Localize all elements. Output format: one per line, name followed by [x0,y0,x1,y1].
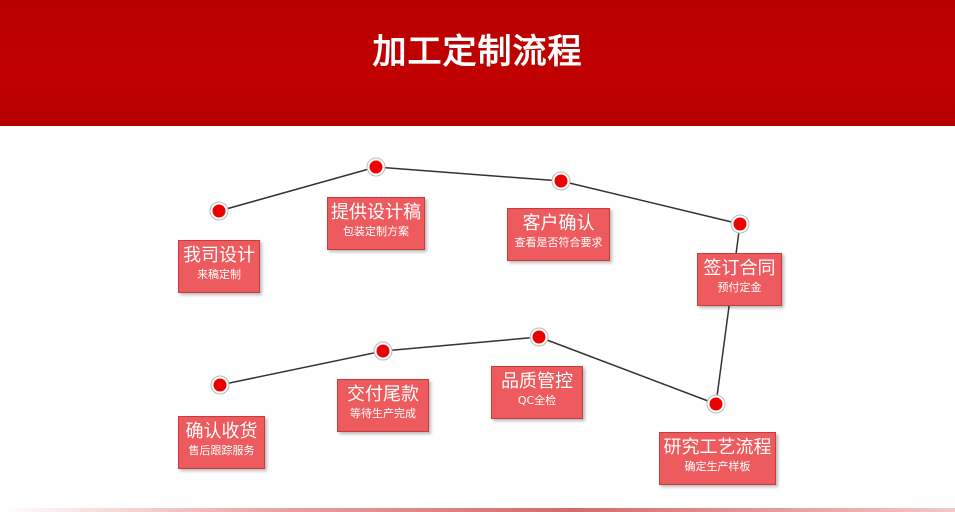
step-title: 研究工艺流程 [663,437,772,458]
flow-node-4 [730,214,750,234]
connector-line [715,223,741,405]
step-title: 交付尾款 [347,384,419,405]
connector-line [382,336,540,352]
flow-node-2 [366,157,386,177]
page-title: 加工定制流程 [372,32,583,72]
step-subtitle: 售后跟踪服务 [188,444,255,457]
step-box-7: 交付尾款 等待生产完成 [337,379,429,432]
flow-node-1 [209,201,229,221]
step-box-6: 品质管控 QC全检 [491,366,583,419]
step-subtitle: 确定生产样板 [684,460,751,473]
connector-line [560,180,741,225]
step-box-5: 研究工艺流程 确定生产样板 [659,432,776,485]
step-title: 我司设计 [183,245,255,266]
step-box-1: 我司设计 来稿定制 [178,240,260,293]
step-title: 确认收货 [185,421,258,442]
step-subtitle: 查看是否符合要求 [514,236,603,249]
step-subtitle: 等待生产完成 [350,407,416,420]
flow-node-7 [373,341,393,361]
step-title: 客户确认 [522,213,595,234]
step-box-8: 确认收货 售后跟踪服务 [178,416,265,469]
connector-line [218,166,377,212]
bottom-divider [0,508,955,512]
step-box-3: 客户确认 查看是否符合要求 [507,208,610,261]
flow-node-6 [529,327,549,347]
connector-line [219,350,384,386]
step-subtitle: 预付定金 [717,281,762,294]
header-banner: 加工定制流程 [0,0,955,126]
connector-lines [218,166,741,405]
step-subtitle: QC全检 [517,394,557,407]
step-title: 提供设计稿 [331,202,421,223]
step-title: 签订合同 [703,258,776,279]
flow-node-5 [706,394,726,414]
connector-line [538,336,717,405]
flow-node-3 [551,171,571,191]
step-subtitle: 来稿定制 [197,268,241,281]
flow-nodes [209,157,750,414]
step-subtitle: 包装定制方案 [343,225,409,238]
step-box-4: 签订合同 预付定金 [697,253,782,306]
step-title: 品质管控 [501,371,573,392]
step-box-2: 提供设计稿 包装定制方案 [327,197,425,250]
flow-node-8 [210,375,230,395]
connector-line [375,166,562,182]
